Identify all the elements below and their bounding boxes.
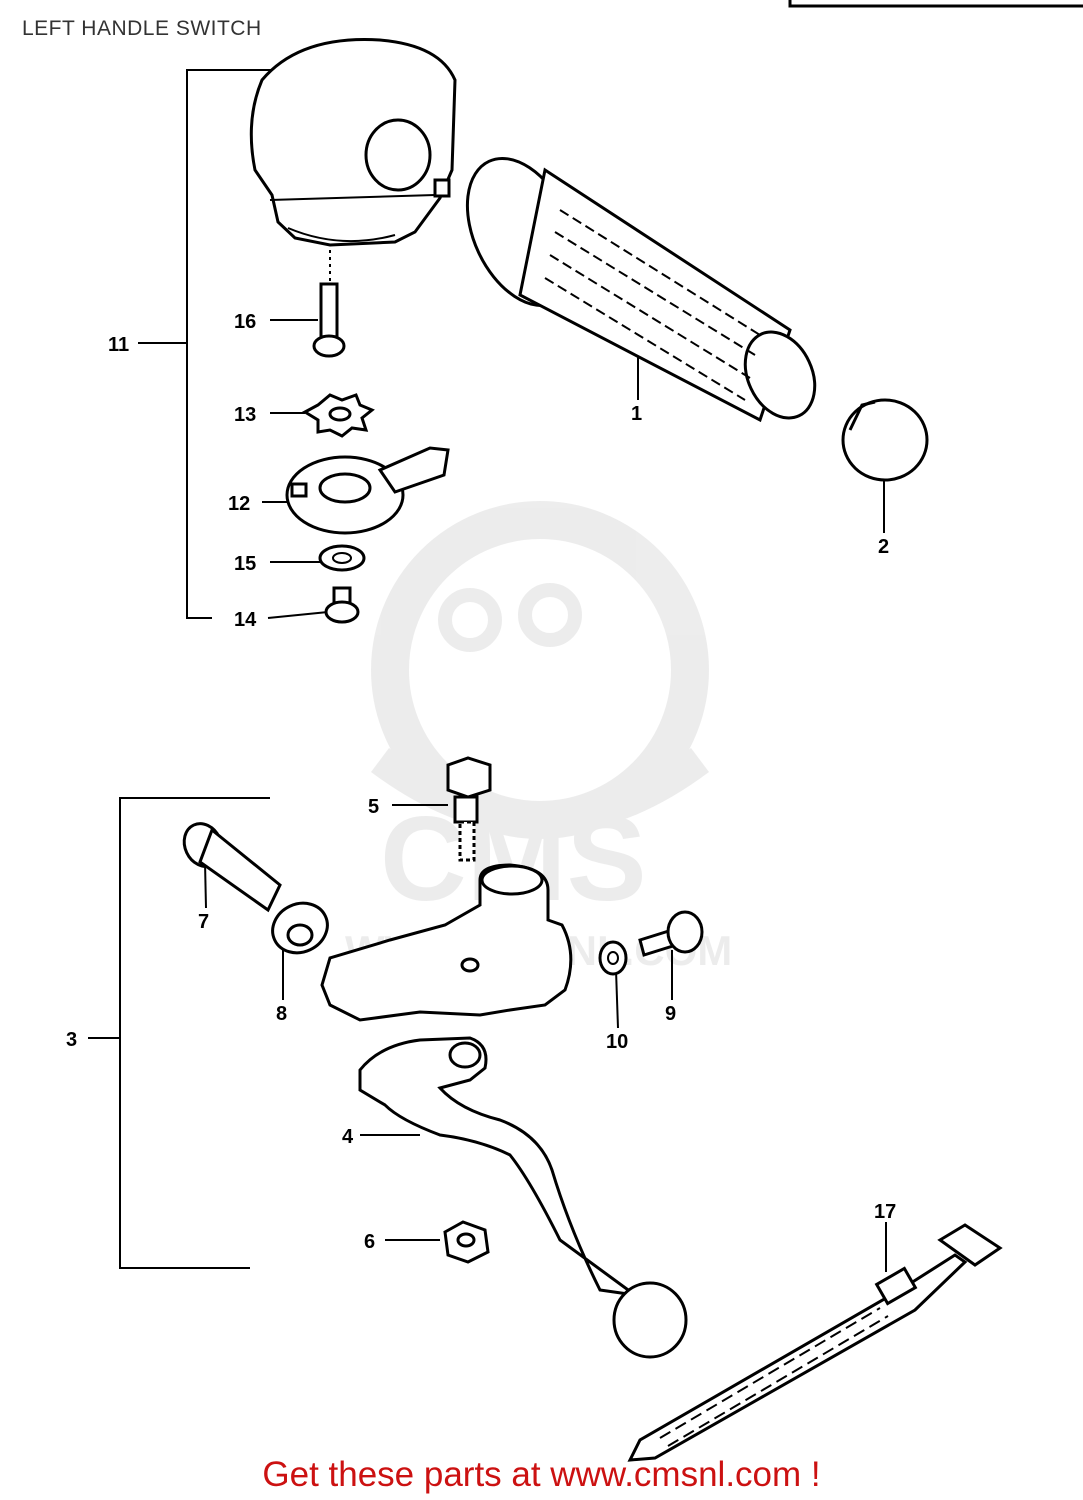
clutch-lever-4 [358, 1036, 688, 1359]
star-washer-13 [301, 393, 375, 438]
callout-7: 7 [198, 911, 209, 933]
nut-6 [443, 1220, 490, 1264]
washer-10-hole [607, 951, 619, 965]
callout-10: 10 [606, 1031, 628, 1053]
switch-housing [249, 38, 457, 247]
callout-9: 9 [665, 1003, 676, 1025]
callout-5: 5 [368, 796, 379, 818]
footer-link[interactable]: Get these parts at www.cmsnl.com ! [0, 1455, 1083, 1495]
switch-base-12 [285, 446, 450, 535]
callout-11: 11 [108, 334, 129, 356]
callout-16: 16 [234, 311, 256, 333]
adjuster-bolt-7 [182, 822, 282, 913]
lock-nut-8 [271, 901, 329, 955]
callout-3: 3 [66, 1029, 77, 1051]
callout-13: 13 [234, 404, 256, 426]
leader-lines [88, 319, 887, 1272]
end-cap-2 [841, 398, 929, 482]
washer-15-hole [332, 552, 352, 564]
callout-2: 2 [878, 536, 889, 558]
footer-link-text[interactable]: Get these parts at www.cmsnl.com ! [262, 1455, 821, 1494]
diagram-title: LEFT HANDLE SWITCH [22, 17, 262, 40]
lever-bracket-3 [320, 863, 573, 1022]
screw-16 [312, 250, 346, 358]
cable-tie-17 [627, 1223, 1003, 1462]
handle-grip-1 [465, 156, 817, 423]
frame-corner [788, 0, 1083, 8]
callout-1: 1 [631, 403, 642, 425]
callout-8: 8 [276, 1003, 287, 1025]
screw-9 [638, 910, 704, 957]
bracket-3 [119, 797, 270, 1269]
pivot-bolt-5 [446, 756, 492, 862]
callout-15: 15 [234, 553, 256, 575]
callout-12: 12 [228, 493, 250, 515]
screw-14 [324, 586, 360, 624]
callout-4: 4 [342, 1126, 354, 1148]
callout-6: 6 [364, 1231, 375, 1253]
callout-17: 17 [874, 1201, 896, 1223]
callouts: 11 16 13 12 15 14 1 2 5 7 8 10 9 3 4 6 1… [66, 311, 896, 1253]
callout-14: 14 [234, 609, 257, 631]
